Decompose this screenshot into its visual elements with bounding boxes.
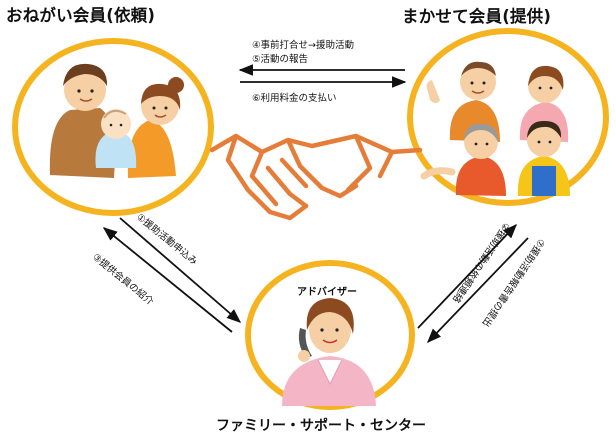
step4-label: ④事前打合せ→援助活動 (252, 39, 354, 51)
step6-label: ⑥利用料金の支払い (252, 92, 337, 104)
arrow-request-application (119, 217, 242, 323)
providing-member-title: まかせて会員(提供) (402, 7, 552, 26)
step5-label: ⑤活動の報告 (252, 53, 308, 65)
left-arrows (102, 217, 242, 333)
advisor-label: アドバイザー (297, 286, 357, 298)
right-arrows (417, 223, 529, 344)
family-support-center-title: ファミリー・サポート・センター (216, 418, 426, 434)
family-illustration (49, 63, 184, 178)
arrow-request-contact (417, 223, 517, 329)
top-arrows (238, 64, 407, 88)
handshake-icon (209, 133, 423, 221)
advisor-illustration (282, 298, 376, 406)
requesting-family-circle (12, 38, 214, 216)
advisor-circle: アドバイザー (245, 260, 415, 410)
members-illustration (420, 61, 570, 196)
requesting-member-title: おねがい会員(依頼) (6, 6, 156, 25)
providing-members-circle (407, 28, 609, 206)
step3-label: ③提供会員の紹介 (90, 251, 156, 308)
arrow-introduce-provider (102, 227, 233, 333)
arrow-submit-report (427, 237, 529, 344)
